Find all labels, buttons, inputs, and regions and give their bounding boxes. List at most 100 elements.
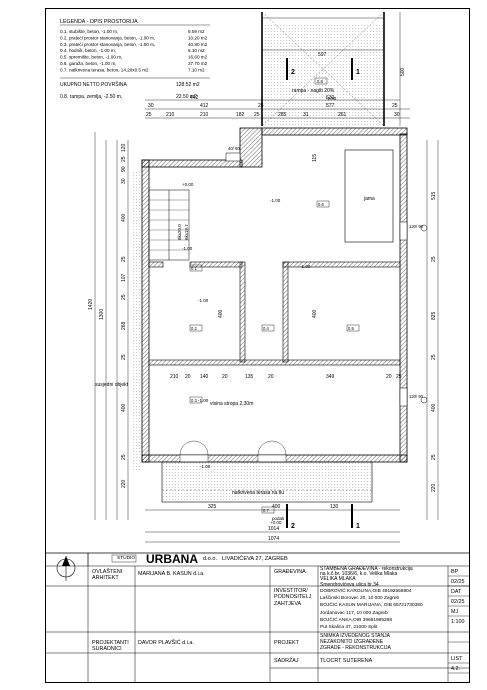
legend-area-3: 40.80 m2	[188, 42, 208, 47]
window-3: 40/ 60	[228, 146, 240, 151]
studio-label: STUDIO	[117, 556, 136, 561]
room-label-0.7: 0.7	[263, 508, 269, 513]
dim-left-10: 400	[121, 403, 127, 412]
meta-mj-key: MJ	[451, 609, 459, 615]
dim-bottom-325: 325	[208, 504, 217, 510]
dim-row1-2: 25	[258, 103, 264, 109]
neighbour-strip	[132, 170, 142, 470]
content-value: TLOCRT SUTERENA	[320, 658, 373, 664]
stairs-text-1: 8kx20.0	[177, 224, 182, 240]
level-mark-2: -1.00	[270, 198, 281, 203]
dim-row2-2: 210	[200, 112, 209, 118]
meta-list-value: 4.2.	[451, 666, 460, 672]
pit	[344, 149, 394, 243]
dim-bottom-400: 400	[272, 504, 281, 510]
dim-left-7: 25	[121, 294, 127, 300]
dim-right-5: 25	[431, 454, 437, 460]
meta-list-key: LIST	[451, 656, 463, 662]
dim-row1-1: 412	[200, 103, 209, 109]
designer-label: PROJEKTANTI SURADNICI	[92, 640, 129, 653]
legend-ramp-value: 22.50 m2	[176, 94, 197, 100]
section-mark-1-bottom: 1	[356, 523, 360, 530]
dim-right-6: 220	[431, 483, 437, 492]
terrace: natkrivena terasa na tlu	[161, 461, 373, 503]
dim-left-8: 268	[121, 321, 127, 330]
dim-left-0: 120	[121, 143, 127, 152]
dim-row2-1: 210	[166, 112, 175, 118]
dim-row2-3: 182	[236, 112, 245, 118]
investor-label: INVESTITOR/ PODNOSITELJ ZAHTJEVA	[274, 588, 312, 607]
ramp-dim-500: 500	[400, 67, 406, 76]
legend-item-1: 0.1. stubište, beton, -1.00 m,	[60, 29, 118, 34]
dim-row2-5: 285	[278, 112, 287, 118]
ramp-level: -2.50	[326, 96, 337, 101]
bottom-dimensions: 325 400 130 1014 1074 podati	[145, 504, 400, 543]
ramp-dim-597: 597	[318, 52, 327, 58]
room-box-0.1	[189, 264, 203, 272]
building-walls	[141, 127, 408, 463]
dim-1420: 1420	[88, 299, 94, 310]
dim-mid-0: 210	[170, 374, 179, 380]
room-box-0.5	[346, 324, 360, 332]
level-mark-1: -1.00	[182, 246, 193, 251]
legend-total-label: UKUPNO NETTO POVRŠINA	[60, 81, 128, 88]
dim-left-6: 107	[121, 273, 127, 282]
dim-left-4: 400	[121, 213, 127, 222]
legend-item-3: 0.3. prateći prostor stanovanja, beton, …	[60, 42, 155, 47]
investor-value: DOBROVIĆ KAROLINA,OIB 49192558804 Laščin…	[320, 589, 423, 631]
dim-right-3: 25	[431, 354, 437, 360]
company-suffix: d.o.o.	[203, 556, 217, 562]
dim-left-3: 30	[121, 178, 127, 184]
window-2: 120/ 90	[409, 394, 424, 399]
company-address: LIVADIĆEVA 27, ZAGREB	[222, 556, 288, 562]
level-mark-3: -1.00	[198, 398, 209, 403]
dim-right-2: 825	[431, 311, 437, 320]
room-label-0.1: 0.1	[191, 266, 197, 271]
level-mark-5: -1.00	[198, 298, 209, 303]
room-box-0.3	[189, 396, 203, 404]
dim-right-0: 515	[431, 191, 437, 200]
room-label-0.2: 0.2	[191, 326, 197, 331]
room-label-0.4: 0.4	[263, 326, 269, 331]
dim-left-5: 25	[121, 256, 127, 262]
dim-row1-3: 577	[326, 103, 335, 109]
title-block	[45, 552, 470, 683]
building-value: STAMBENA GRAĐEVINA - rekonstrukcija na k…	[320, 566, 413, 588]
legend-item-7: 0.7. natkrivena terasa, beton, 14.20x0.5…	[60, 67, 149, 72]
dim-mid-2: 140	[200, 374, 209, 380]
room-label-0.3: 0.3	[191, 398, 197, 403]
level-mark-7: +0.00	[270, 520, 282, 525]
meta-dat-value: 02/25	[451, 599, 465, 605]
legend-items: 0.1. stubište, beton, -1.00 m,9.59 m20.2…	[60, 29, 208, 72]
dim-row2-7: 261	[338, 112, 347, 118]
legend-area-7: 7.10 m2	[188, 67, 205, 72]
dim-left-9: 25	[121, 354, 127, 360]
legend-area-1: 9.59 m2	[188, 29, 205, 34]
room-label-0.8: 0.8	[317, 79, 323, 84]
dim-mid-3: 20	[222, 374, 228, 380]
level-mark-4: -1.00	[300, 264, 311, 269]
legend-area-5: 16.60 m2	[188, 55, 208, 60]
meta-mj-value: 1:100	[451, 619, 465, 625]
room-label-0.6: 0.6	[318, 202, 324, 207]
left-dimensions: 1420 1300 120259030400251072526825400252…	[88, 132, 129, 520]
pit-label: jama	[363, 196, 375, 202]
company-name: URBANA	[146, 552, 198, 566]
legend-total-value: 128.52 m2	[176, 82, 200, 88]
dim-row2-8: 30	[394, 112, 400, 118]
dim-mid-4: 135	[245, 374, 254, 380]
dim-right-4: 400	[431, 403, 437, 412]
dim-int-115: 115	[312, 154, 318, 162]
dim-row2-4: 25	[254, 112, 260, 118]
dim-630: 630	[326, 95, 335, 101]
dim-left-11: 25	[121, 454, 127, 460]
legend-area-4: 6.10 m2	[188, 48, 205, 53]
legend-area-6: 37.70 m2	[188, 61, 208, 66]
dim-1074: 1074	[268, 536, 279, 542]
